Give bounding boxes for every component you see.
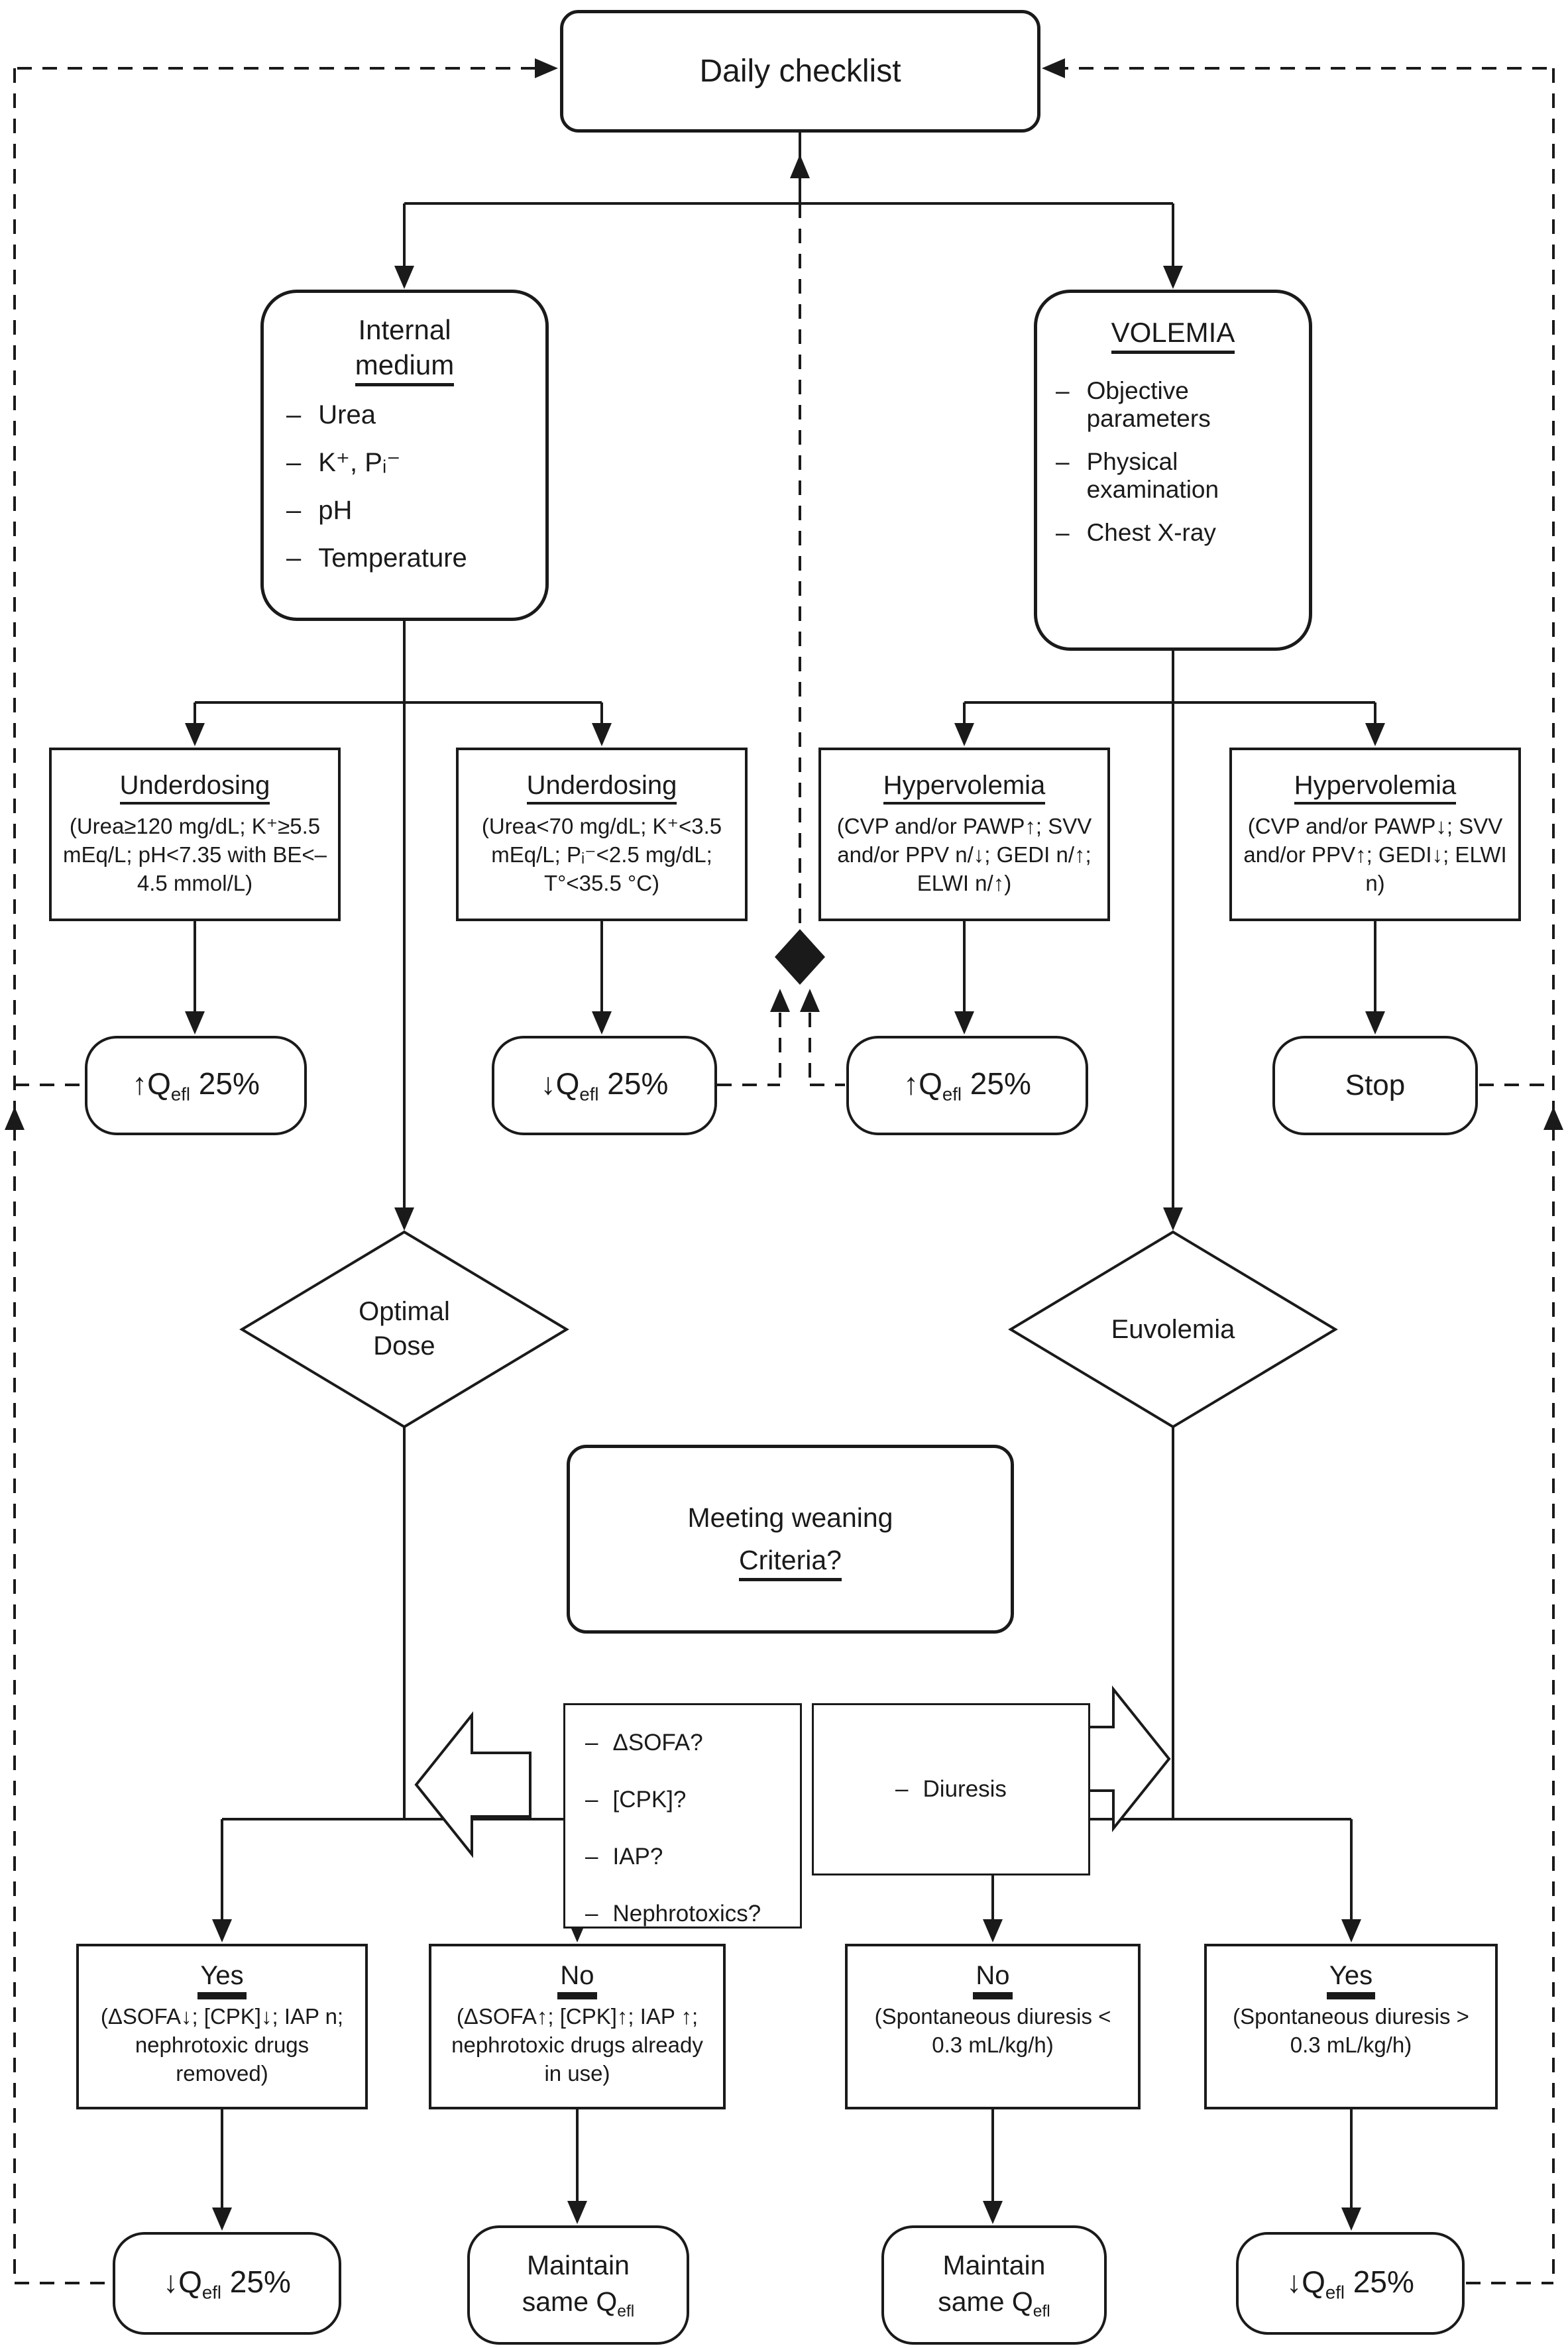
dash-bullet: – — [895, 1776, 909, 1802]
decrease-qefl-label: ↓Qefl 25% — [540, 1066, 669, 1105]
weaning-criteria-title: Meeting weaning Criteria? — [688, 1497, 893, 1581]
increase-qefl-label: ↑Qefl 25% — [132, 1066, 260, 1105]
list-item: –Physical examination — [1056, 447, 1219, 504]
daily-checklist-title: Daily checklist — [699, 54, 901, 89]
euvolemia-yes-box: Yes (Spontaneous diuresis > 0.3 mL/kg/h) — [1204, 1944, 1498, 2109]
dash-bullet: – — [286, 496, 302, 525]
diuresis-criteria-box: –Diuresis — [812, 1703, 1090, 1875]
junction-diamond — [775, 929, 825, 985]
list-item: –Nephrotoxics? — [585, 1901, 761, 1927]
underdosing-criteria: (Urea<70 mg/dL; K⁺<3.5 mEq/L; Pᵢ⁻<2.5 mg… — [481, 814, 722, 895]
list-item: –Objective parameters — [1056, 376, 1211, 433]
underdosing-criteria: (Urea≥120 mg/dL; K⁺≥5.5 mEq/L; pH<7.35 w… — [62, 814, 327, 895]
dashed-feedback-lines — [13, 67, 1555, 2284]
daily-checklist-box: Daily checklist — [560, 10, 1040, 133]
block-arrows — [414, 1685, 1171, 1858]
decision-diamonds — [239, 1230, 1338, 1429]
list-item: –Chest X-ray — [1056, 518, 1216, 546]
optimal-yes-box: Yes (ΔSOFA↓; [CPK]↓; IAP n; nephrotoxic … — [76, 1944, 368, 2109]
decrease-qefl-pill-bottom-right: ↓Qefl 25% — [1236, 2232, 1465, 2335]
hypervolemia-right-box: Hypervolemia (CVP and/or PAWP↓; SVV and/… — [1229, 748, 1521, 921]
underdosing-title: Underdosing — [526, 771, 677, 805]
maintain-qefl-pill-left: Maintain same Qefl — [467, 2225, 689, 2345]
decrease-qefl-label: ↓Qefl 25% — [163, 2264, 291, 2303]
optimal-criteria-list-box: –ΔSOFA? –[CPK]? –IAP? –Nephrotoxics? — [563, 1703, 802, 1929]
underdosing-low-box: Underdosing (Urea<70 mg/dL; K⁺<3.5 mEq/L… — [456, 748, 748, 921]
volemia-box: VOLEMIA –Objective parameters –Physical … — [1034, 290, 1312, 651]
internal-medium-box: Internal medium –Urea –K⁺, Pᵢ⁻ –pH –Temp… — [260, 290, 549, 621]
dash-bullet: – — [286, 400, 302, 429]
list-item: –Diuresis — [895, 1776, 1007, 1802]
solid-connectors — [194, 133, 1376, 2209]
yes-title: Yes — [197, 1961, 247, 1999]
yes-title: Yes — [1326, 1961, 1376, 1999]
list-item: –[CPK]? — [585, 1787, 687, 1813]
block-arrow-left-icon — [414, 1711, 532, 1858]
increase-qefl-pill: ↑Qefl 25% — [85, 1036, 307, 1135]
yes-criteria: (ΔSOFA↓; [CPK]↓; IAP n; nephrotoxic drug… — [100, 2004, 344, 2086]
maintain-qefl-pill-right: Maintain same Qefl — [881, 2225, 1107, 2345]
increase-qefl-pill-2: ↑Qefl 25% — [846, 1036, 1088, 1135]
volemia-title: VOLEMIA — [1111, 315, 1235, 354]
yes-criteria: (Spontaneous diuresis > 0.3 mL/kg/h) — [1233, 2004, 1469, 2057]
hypervolemia-criteria: (CVP and/or PAWP↑; SVV and/or PPV n/↓; G… — [836, 814, 1092, 895]
euvolemia-label: Euvolemia — [1111, 1315, 1235, 1344]
no-title: No — [557, 1961, 597, 1999]
dash-bullet: – — [286, 543, 302, 573]
list-item: –Urea — [286, 400, 376, 429]
underdosing-high-box: Underdosing (Urea≥120 mg/dL; K⁺≥5.5 mEq/… — [49, 748, 341, 921]
euvolemia-no-box: No (Spontaneous diuresis < 0.3 mL/kg/h) — [845, 1944, 1141, 2109]
hypervolemia-criteria: (CVP and/or PAWP↓; SVV and/or PPV↑; GEDI… — [1243, 814, 1507, 895]
weaning-criteria-box: Meeting weaning Criteria? — [567, 1445, 1014, 1634]
dash-bullet: – — [1056, 376, 1070, 404]
no-criteria: (Spontaneous diuresis < 0.3 mL/kg/h) — [874, 2004, 1111, 2057]
dash-bullet: – — [1056, 518, 1070, 546]
dash-bullet: – — [585, 1730, 598, 1756]
dash-bullet: – — [585, 1901, 598, 1927]
decrease-qefl-pill-bottom-left: ↓Qefl 25% — [113, 2232, 341, 2335]
maintain-qefl-label: Maintain same Qefl — [938, 2249, 1050, 2321]
increase-qefl-label: ↑Qefl 25% — [903, 1066, 1031, 1105]
stop-label: Stop — [1345, 1069, 1406, 1101]
stop-pill: Stop — [1272, 1036, 1478, 1135]
optimal-no-box: No (ΔSOFA↑; [CPK]↑; IAP ↑; nephrotoxic d… — [429, 1944, 726, 2109]
no-criteria: (ΔSOFA↑; [CPK]↑; IAP ↑; nephrotoxic drug… — [451, 2004, 703, 2086]
optimal-dose-diamond — [239, 1230, 569, 1429]
hypervolemia-title: Hypervolemia — [1294, 771, 1457, 805]
volemia-items: –Objective parameters –Physical examinat… — [1037, 377, 1309, 562]
list-item: –pH — [286, 496, 353, 525]
decrease-qefl-pill: ↓Qefl 25% — [492, 1036, 717, 1135]
internal-medium-title: Internal medium — [355, 313, 455, 386]
hypervolemia-title: Hypervolemia — [883, 771, 1046, 805]
dash-bullet: – — [585, 1844, 598, 1870]
arrowheads — [5, 58, 1563, 2231]
underdosing-title: Underdosing — [119, 771, 270, 805]
hypervolemia-left-box: Hypervolemia (CVP and/or PAWP↑; SVV and/… — [818, 748, 1110, 921]
dash-bullet: – — [286, 448, 302, 477]
internal-medium-items: –Urea –K⁺, Pᵢ⁻ –pH –Temperature — [264, 400, 545, 590]
dash-bullet: – — [1056, 447, 1070, 475]
maintain-qefl-label: Maintain same Qefl — [522, 2249, 635, 2321]
decrease-qefl-label: ↓Qefl 25% — [1286, 2264, 1414, 2303]
no-title: No — [973, 1961, 1013, 1999]
list-item: –ΔSOFA? — [585, 1730, 703, 1756]
euvolemia-diamond — [1008, 1230, 1338, 1429]
list-item: –Temperature — [286, 543, 467, 573]
list-item: –K⁺, Pᵢ⁻ — [286, 448, 401, 477]
dash-bullet: – — [585, 1787, 598, 1813]
list-item: –IAP? — [585, 1844, 663, 1870]
